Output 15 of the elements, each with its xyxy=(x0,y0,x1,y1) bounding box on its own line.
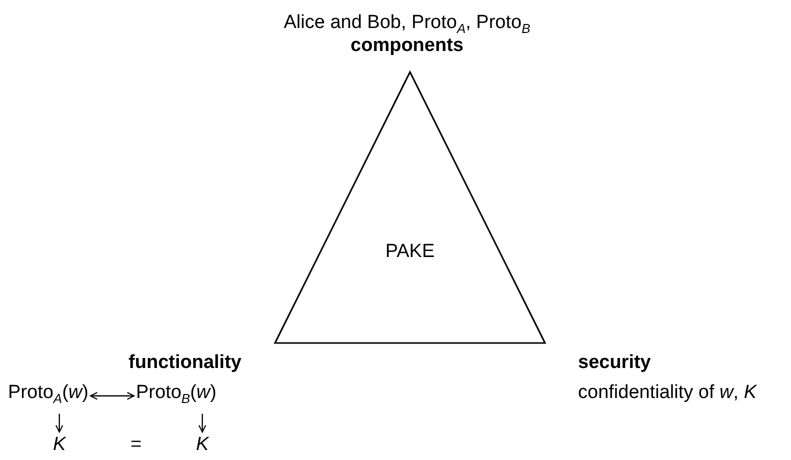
caption-text: confidentiality of w, K xyxy=(578,382,757,404)
formula-text: K xyxy=(196,434,209,456)
caption-text: Alice and Bob, Proto$_{A}$, Proto$_{B}$ xyxy=(284,12,530,38)
triangle-label: PAKE xyxy=(385,241,435,264)
arrow xyxy=(198,414,206,433)
formula-text: Proto$_{A}$(w) xyxy=(8,382,88,410)
heading-text: components xyxy=(350,35,464,57)
heading-text: functionality xyxy=(128,352,242,374)
formula-text: Proto$_{B}$(w) xyxy=(136,382,216,410)
arrow xyxy=(90,392,135,400)
triangle-shape xyxy=(272,70,548,346)
arrow xyxy=(55,414,64,433)
equals-sign: = xyxy=(130,434,142,456)
formula-text: K xyxy=(53,434,66,456)
heading-text: security xyxy=(578,352,651,374)
